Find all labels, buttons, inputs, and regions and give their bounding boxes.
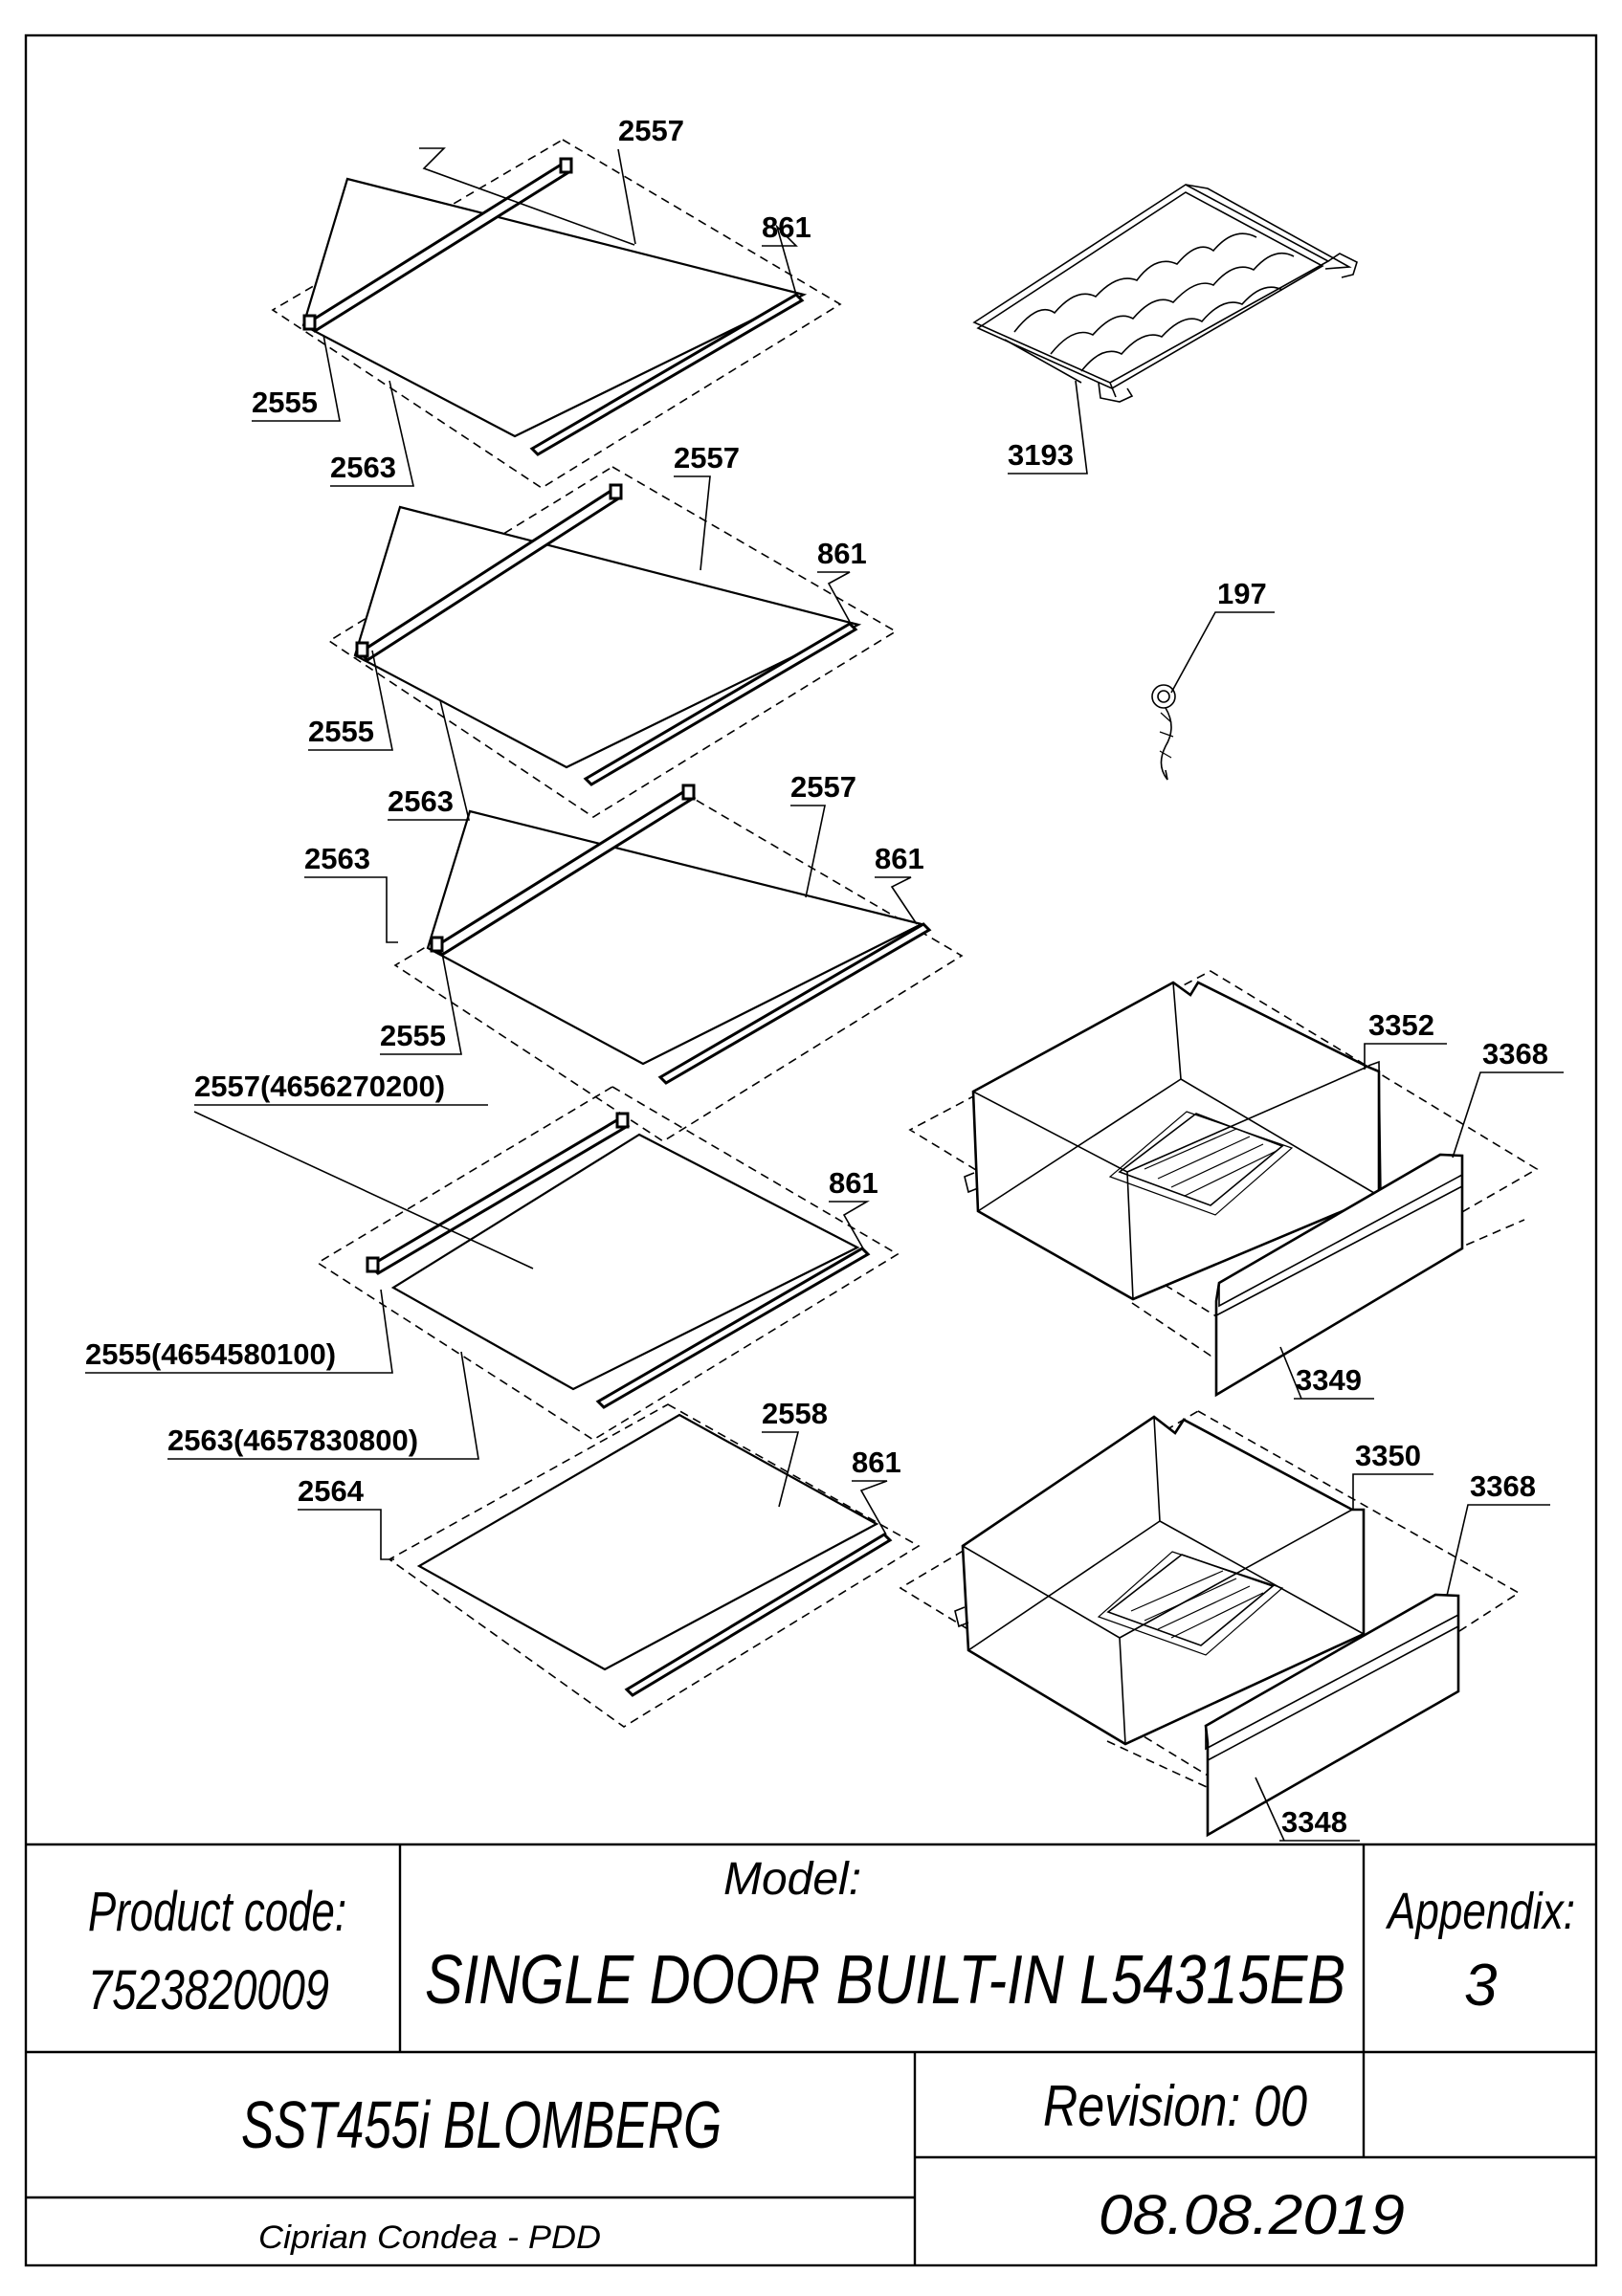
label-shelf1-glass: 2557: [618, 114, 684, 147]
label-shelf4-front-trim: 2555(4654580100): [85, 1337, 336, 1371]
label-shelf1-frame: 2563: [330, 451, 396, 484]
key-part: [1151, 684, 1176, 781]
label-shelf3-front-trim: 2555: [380, 1019, 446, 1052]
model-value: SINGLE DOOR BUILT-IN L54315EB: [425, 1942, 1345, 2019]
label-shelf2-frame: 2563: [388, 784, 454, 818]
label-shelf1-strip: 861: [762, 210, 811, 244]
label-drawer2-body: 3350: [1355, 1439, 1421, 1472]
title-block: [26, 1843, 1596, 2265]
label-shelf5-frame: 2564: [298, 1474, 365, 1508]
product-code-label: Product code:: [88, 1881, 346, 1943]
label-shelf3-glass: 2557: [790, 770, 856, 804]
label-drawer1-cover: 3368: [1482, 1037, 1548, 1071]
label-shelf3-strip: 861: [875, 842, 924, 875]
appendix-value: 3: [1464, 1953, 1497, 2019]
label-shelf4-frame: 2563(4657830800): [167, 1424, 418, 1457]
shelf-3: [393, 784, 964, 1142]
product-code-value: 7523820009: [88, 1959, 329, 2021]
label-shelf3-frame: 2563: [304, 842, 370, 875]
label-drawer2-front: 3348: [1281, 1805, 1347, 1839]
appendix-label: Appendix:: [1386, 1883, 1575, 1940]
author: Ciprian Condea - PDD: [258, 2219, 601, 2256]
shelf-1: [271, 139, 842, 489]
label-shelf5-glass: 2558: [762, 1397, 828, 1430]
label-key: 197: [1217, 577, 1267, 610]
label-shelf2-strip: 861: [817, 537, 867, 570]
label-shelf2-front-trim: 2555: [308, 715, 374, 748]
model-label: Model:: [723, 1854, 861, 1905]
drawer-1: [908, 970, 1539, 1398]
shelf-5: [388, 1403, 921, 1728]
shelf-4: [193, 1086, 900, 1441]
label-shelf1-front-trim: 2555: [252, 386, 318, 419]
brand-model: SST455i BLOMBERG: [241, 2087, 722, 2162]
label-shelf5-strip: 861: [852, 1446, 901, 1479]
label-shelf4-glass: 2557(4656270200): [194, 1070, 445, 1103]
label-bottle-rack: 3193: [1008, 438, 1074, 472]
revision: Revision: 00: [1043, 2074, 1307, 2138]
drawing-border: [24, 33, 1598, 2267]
label-shelf2-glass: 2557: [674, 441, 740, 475]
leader-lines: [85, 148, 1564, 1842]
date: 08.08.2019: [1099, 2184, 1405, 2246]
label-drawer1-front: 3349: [1296, 1363, 1362, 1397]
shelf-2: [327, 466, 898, 818]
label-drawer2-cover: 3368: [1470, 1469, 1536, 1503]
label-shelf4-strip: 861: [829, 1166, 878, 1200]
drawer-2: [899, 1410, 1521, 1838]
bottle-rack: [972, 184, 1358, 403]
label-drawer1-body: 3352: [1368, 1008, 1434, 1042]
